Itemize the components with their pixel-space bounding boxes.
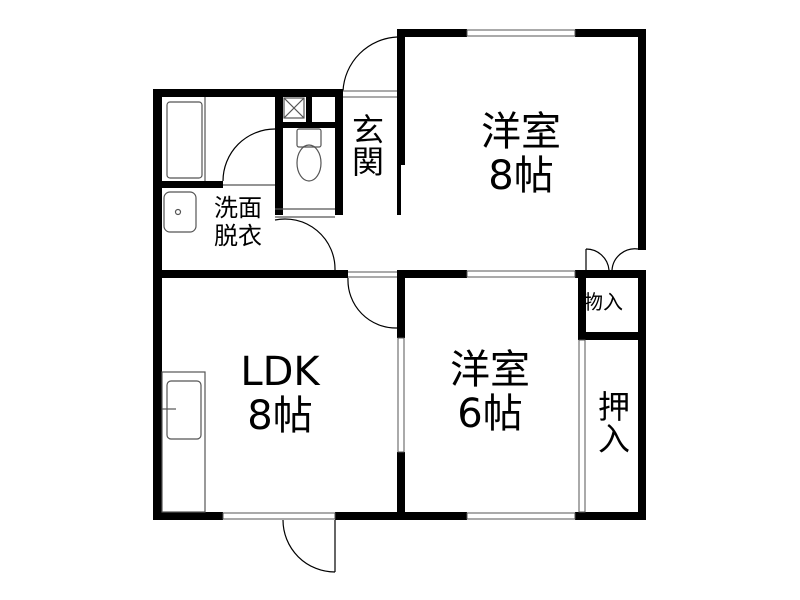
room-size: 8帖	[488, 153, 554, 199]
room-label-entrance: 玄関	[347, 113, 385, 177]
room-label-storage: 物入	[583, 290, 623, 314]
room-name: LDK	[240, 349, 320, 395]
room-name: 洋室	[481, 109, 561, 155]
room-label-western-6: 洋室 6帖	[415, 350, 565, 434]
room-label-washroom: 洗面 脱衣	[198, 196, 278, 248]
room-label-ldk: LDK 8帖	[205, 352, 355, 436]
windows	[222, 29, 586, 520]
walls	[153, 29, 646, 520]
room-size: 6帖	[457, 391, 523, 437]
room-label-western-8: 洋室 8帖	[446, 112, 596, 196]
door-swings	[222, 36, 639, 573]
room-name: 洋室	[450, 347, 530, 393]
washroom-line1: 洗面	[214, 194, 262, 222]
room-size: 8帖	[247, 393, 313, 439]
washroom-line2: 脱衣	[214, 222, 262, 250]
fixtures	[161, 97, 335, 513]
entrance-shoe-rack	[397, 165, 401, 215]
room-label-closet: 押入	[593, 390, 631, 454]
